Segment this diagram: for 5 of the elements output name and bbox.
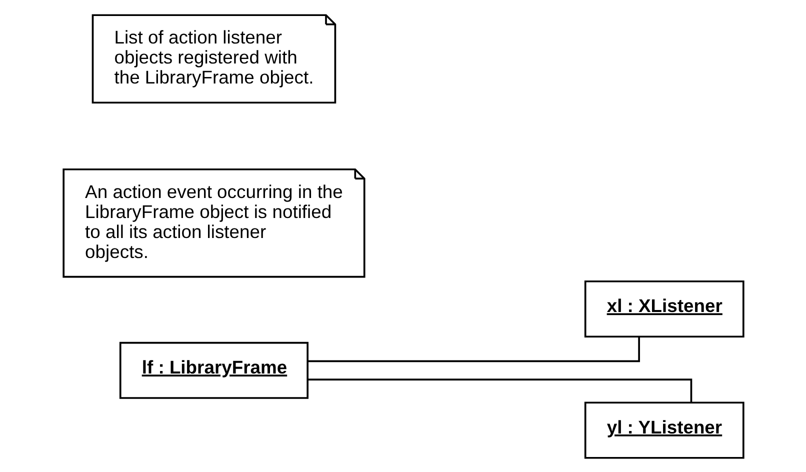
node-box: yl : YListener: [584, 401, 744, 458]
node-box: xl : XListener: [584, 280, 744, 338]
connector: [307, 336, 640, 362]
connector: [307, 378, 692, 402]
node-box: lf : LibraryFrame: [118, 341, 308, 398]
